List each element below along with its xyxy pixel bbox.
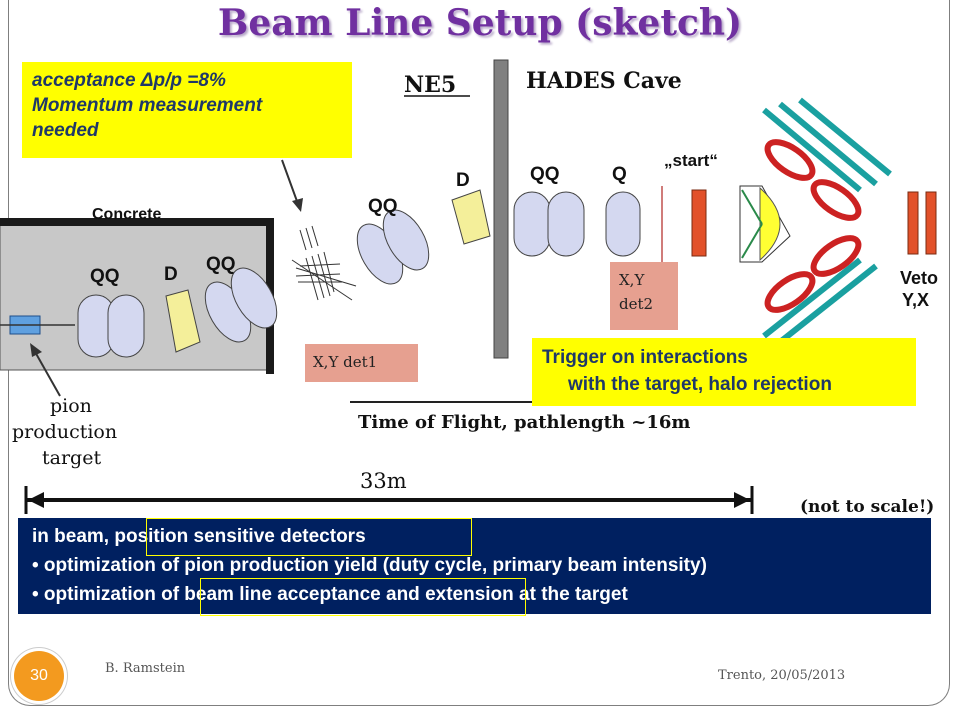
concrete-wall-top (0, 218, 272, 226)
veto-detectors (907, 191, 937, 255)
q-label: Q (612, 164, 627, 185)
acceptance-line-2: Momentum measurement (32, 95, 263, 116)
dipole-1 (165, 289, 201, 353)
distance-label: 33m (360, 469, 407, 493)
tof-label: Time of Flight, pathlength ~16m (358, 412, 690, 433)
d-label-2: D (456, 170, 470, 191)
quadrupole-doublet-1 (77, 294, 145, 358)
qq-label-2: QQ (206, 254, 236, 275)
ne5-label: NE5 (404, 72, 456, 98)
drift-chambers-lower (762, 257, 878, 345)
distance-arrow-left (28, 492, 44, 508)
info-line-1: in beam, position sensitive detectors (32, 526, 366, 547)
veto-label-1: Veto (900, 268, 938, 288)
page-number-badge: 30 (14, 651, 64, 701)
slide-title: Beam Line Setup (sketch) (217, 2, 743, 44)
magnet-coils-lower (764, 235, 862, 313)
qq-label-1: QQ (90, 266, 120, 287)
detector-2-line-1: X,Y (619, 271, 645, 289)
info-line-3: • optimization of beam line acceptance a… (32, 584, 628, 605)
concrete-label: Concrete (92, 206, 161, 223)
detector-2-line-2: det2 (619, 295, 654, 313)
pion-label-1: pion (50, 395, 92, 417)
hades-cave-label: HADES Cave (526, 68, 682, 94)
target-pointer-arrowhead (30, 343, 42, 357)
place-date: Trento, 20/05/2013 (718, 668, 846, 683)
detector-1-label: X,Y det1 (305, 344, 418, 382)
quadrupole-doublet-2 (204, 267, 278, 343)
highlight-position-sensitive (146, 518, 472, 556)
distance-arrow-right (734, 492, 750, 508)
d-label-1: D (164, 264, 178, 285)
pion-label-2: production (12, 421, 117, 443)
trigger-line-2: with the target, halo rejection (568, 374, 832, 395)
rich-mirror (759, 186, 781, 262)
drift-chambers-upper (762, 97, 892, 193)
pion-label-3: target (42, 447, 101, 469)
acceptance-line-3: needed (32, 120, 99, 141)
info-line-2: • optimization of pion production yield … (32, 555, 707, 576)
scale-note: (not to scale!) (800, 497, 934, 517)
qq-label-3: QQ (368, 196, 398, 217)
dipole-2 (451, 189, 491, 245)
acceptance-line-1: acceptance Δp/p =8% (32, 70, 226, 91)
acceptance-pointer-arrow (281, 159, 299, 205)
quadrupole-single (605, 191, 641, 257)
veto-label-2: Y,X (902, 290, 929, 310)
quadrupole-doublet-3 (356, 209, 430, 285)
trigger-note: Trigger on interactions with the target,… (532, 338, 916, 406)
start-label: „start“ (664, 151, 718, 170)
acceptance-pointer-arrowhead (292, 198, 303, 212)
author: B. Ramstein (105, 661, 186, 676)
highlight-beam-line-acceptance (200, 578, 526, 616)
rich-lines (741, 189, 763, 259)
trigger-line-1: Trigger on interactions (542, 347, 748, 368)
start-detector (691, 189, 707, 257)
target-pointer-arrow (33, 349, 61, 397)
info-box: in beam, position sensitive detectors • … (18, 518, 931, 614)
magnet-coils-upper (764, 139, 862, 221)
qq-label-4: QQ (530, 164, 560, 185)
quadrupole-doublet-4 (513, 191, 585, 257)
detector-1-planes (291, 225, 357, 301)
acceptance-note: acceptance Δp/p =8% Momentum measurement… (22, 62, 352, 158)
cave-wall (493, 59, 509, 359)
detector-2-label: X,Y det2 (610, 262, 678, 330)
